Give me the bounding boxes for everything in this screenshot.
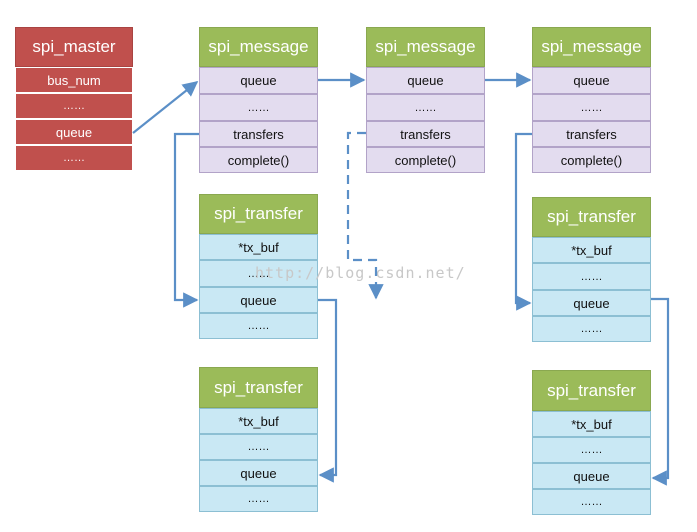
watermark: http://blog.csdn.net/ (255, 264, 466, 282)
spi-transfer-4-title: spi_transfer (532, 370, 651, 411)
spi-transfer-2-tx-buf: *tx_buf (199, 408, 318, 434)
spi-transfer-1-queue: queue (199, 287, 318, 313)
spi-transfer-3-tx-buf: *tx_buf (532, 237, 651, 263)
arrow-master-to-message-1 (132, 81, 199, 134)
spi-message-2-queue: queue (366, 67, 485, 94)
spi-transfer-1-tx-buf: *tx_buf (199, 234, 318, 260)
spi-message-3-ellipsis: …… (532, 94, 651, 121)
spi-transfer-4: spi_transfer *tx_buf …… queue …… (532, 370, 651, 515)
spi-message-1-transfers: transfers (199, 121, 318, 147)
spi-message-1-complete: complete() (199, 147, 318, 173)
spi-message-2: spi_message queue …… transfers complete(… (366, 27, 485, 173)
spi-message-2-title: spi_message (366, 27, 485, 67)
spi-master-struct: spi_master bus_num …… queue …… (15, 27, 133, 171)
spi-message-2-transfers: transfers (366, 121, 485, 147)
spi-transfer-4-ellipsis-2: …… (532, 489, 651, 515)
spi-master-title: spi_master (15, 27, 133, 67)
spi-message-1-ellipsis: …… (199, 94, 318, 121)
arrow-message-1-transfers (173, 132, 199, 308)
spi-message-3: spi_message queue …… transfers complete(… (532, 27, 651, 173)
spi-transfer-3: spi_transfer *tx_buf …… queue …… (532, 197, 651, 342)
spi-transfer-3-ellipsis-2: …… (532, 316, 651, 342)
spi-message-3-complete: complete() (532, 147, 651, 173)
spi-message-2-complete: complete() (366, 147, 485, 173)
spi-transfer-1-title: spi_transfer (199, 194, 318, 234)
spi-transfer-2: spi_transfer *tx_buf …… queue …… (199, 367, 318, 512)
arrow-transfer-3-to-transfer-4 (651, 297, 670, 486)
spi-message-3-transfers: transfers (532, 121, 651, 147)
spi-message-3-title: spi_message (532, 27, 651, 67)
spi-transfer-3-title: spi_transfer (532, 197, 651, 237)
arrow-message-3-transfers (514, 132, 532, 311)
spi-transfer-1-ellipsis-2: …… (199, 313, 318, 339)
spi-master-bus-num: bus_num (15, 67, 133, 93)
arrow-message-2-transfers-dashed (346, 131, 384, 300)
spi-message-2-ellipsis: …… (366, 94, 485, 121)
spi-transfer-2-ellipsis-1: …… (199, 434, 318, 460)
spi-message-1-title: spi_message (199, 27, 318, 67)
spi-transfer-2-queue: queue (199, 460, 318, 486)
spi-transfer-3-queue: queue (532, 290, 651, 316)
spi-master-queue: queue (15, 119, 133, 145)
spi-transfer-2-ellipsis-2: …… (199, 486, 318, 512)
spi-transfer-4-queue: queue (532, 463, 651, 489)
spi-transfer-4-ellipsis-1: …… (532, 437, 651, 463)
spi-master-ellipsis-2: …… (15, 145, 133, 171)
spi-master-ellipsis-1: …… (15, 93, 133, 119)
spi-transfer-1: spi_transfer *tx_buf …… queue …… (199, 194, 318, 339)
spi-message-1-queue: queue (199, 67, 318, 94)
spi-transfer-1-ellipsis-1: …… (199, 260, 318, 287)
arrow-transfer-1-to-transfer-2 (318, 298, 338, 483)
spi-message-3-queue: queue (532, 67, 651, 94)
spi-message-1: spi_message queue …… transfers complete(… (199, 27, 318, 173)
spi-transfer-4-tx-buf: *tx_buf (532, 411, 651, 437)
spi-transfer-3-ellipsis-1: …… (532, 263, 651, 290)
spi-transfer-2-title: spi_transfer (199, 367, 318, 408)
